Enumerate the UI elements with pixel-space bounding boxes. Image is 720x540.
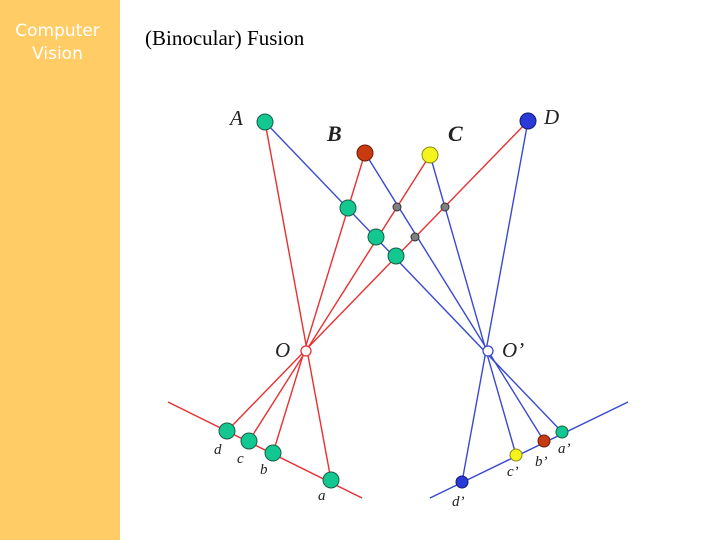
- image-point-b-dot: [264, 444, 282, 462]
- left-eye-rays: [226, 120, 529, 481]
- label-aprime: a’: [558, 441, 571, 457]
- image-point-c-dot: [240, 432, 258, 450]
- right-eye-rays: [264, 120, 563, 483]
- false-match-point-2: [440, 202, 450, 212]
- false-match-point-3: [410, 232, 420, 242]
- optical-center-Oprime: [482, 345, 494, 357]
- point-B-dot: [356, 144, 374, 162]
- fused-point-2: [367, 228, 385, 246]
- label-A: A: [228, 106, 243, 130]
- point-D-dot: [519, 112, 537, 130]
- optical-center-O: [300, 345, 312, 357]
- sidebar-title-line1: Computer: [15, 21, 100, 41]
- sidebar-title: Computer Vision: [0, 20, 115, 66]
- label-c: c: [237, 451, 244, 467]
- label-O: O: [275, 338, 290, 362]
- label-C: C: [448, 121, 463, 146]
- image-point-aprime-dot: [555, 425, 569, 439]
- image-point-cprime-dot: [509, 448, 523, 462]
- image-point-bprime-dot: [537, 434, 551, 448]
- ray-D-O-d: [226, 120, 529, 432]
- slide-title: (Binocular) Fusion: [145, 26, 305, 50]
- ray-A-Oprime-aprime: [264, 121, 563, 433]
- fused-point-1: [339, 199, 357, 217]
- label-B: B: [326, 121, 342, 146]
- sidebar-title-line2: Vision: [32, 44, 83, 64]
- label-dprime: d’: [452, 494, 465, 510]
- label-Oprime: O’: [502, 338, 524, 362]
- label-bprime: b’: [535, 454, 548, 470]
- fused-point-3: [387, 247, 405, 265]
- label-D: D: [543, 105, 559, 129]
- image-point-dprime-dot: [455, 475, 469, 489]
- ray-A-O-a: [264, 121, 332, 481]
- sidebar: Computer Vision: [0, 0, 120, 540]
- ray-B-Oprime-bprime: [364, 152, 545, 442]
- label-b: b: [260, 462, 268, 478]
- image-point-a-dot: [322, 471, 340, 489]
- label-cprime: c’: [507, 464, 519, 480]
- label-a: a: [318, 488, 326, 504]
- ray-D-Oprime-dprime: [461, 120, 529, 483]
- label-d: d: [214, 442, 222, 458]
- ray-C-O-c: [248, 154, 431, 442]
- point-A-dot: [256, 113, 274, 131]
- point-C-dot: [421, 146, 439, 164]
- ray-C-Oprime-cprime: [429, 154, 517, 456]
- image-point-d-dot: [218, 422, 236, 440]
- false-match-point-1: [392, 202, 402, 212]
